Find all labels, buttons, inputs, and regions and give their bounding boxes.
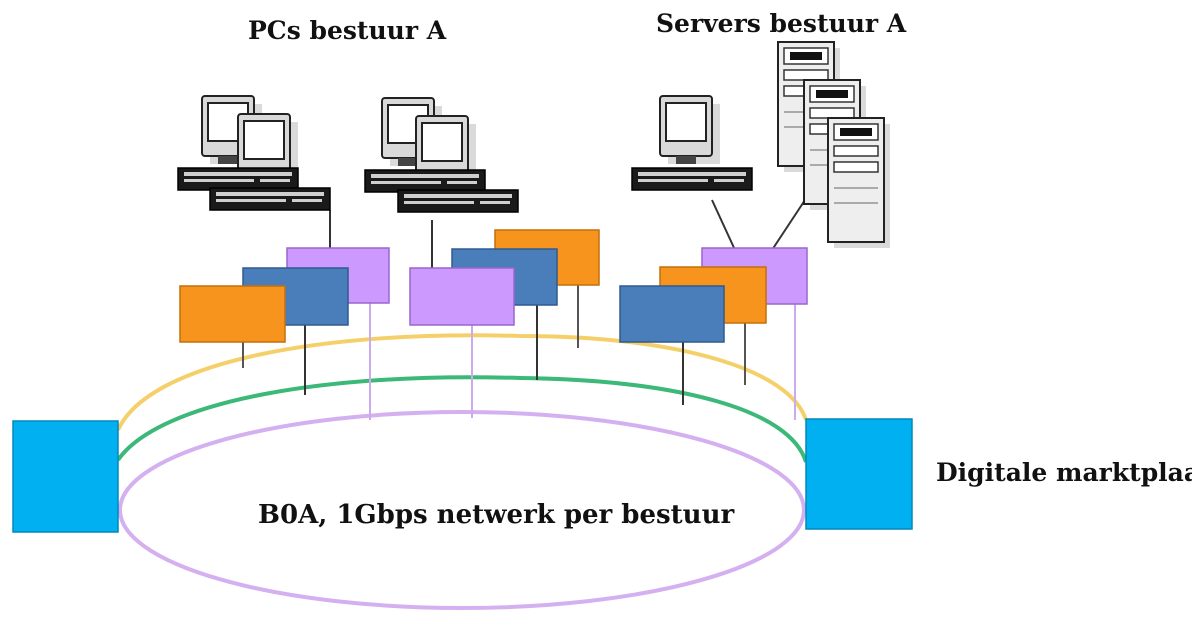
- pc-cluster-left: [177, 95, 331, 211]
- ring-yellow: [116, 333, 808, 431]
- server-workstation: [631, 95, 753, 191]
- ring-violet: [118, 410, 806, 610]
- network-label: B0A, 1Gbps netwerk per bestuur: [258, 500, 735, 530]
- network-node-right: [805, 418, 913, 530]
- connector: [711, 199, 736, 251]
- connector: [771, 199, 806, 251]
- pc-cluster-middle: [364, 97, 519, 213]
- marketplace-label: Digitale marktplaats: [936, 458, 1192, 487]
- switch-blue: [619, 285, 725, 343]
- servers-label: Servers bestuur A: [656, 9, 907, 38]
- ring-green: [116, 375, 808, 463]
- switch-violet: [409, 267, 515, 326]
- network-node-left: [12, 420, 119, 533]
- switch-orange: [179, 285, 286, 343]
- pcs-label: PCs bestuur A: [248, 16, 447, 45]
